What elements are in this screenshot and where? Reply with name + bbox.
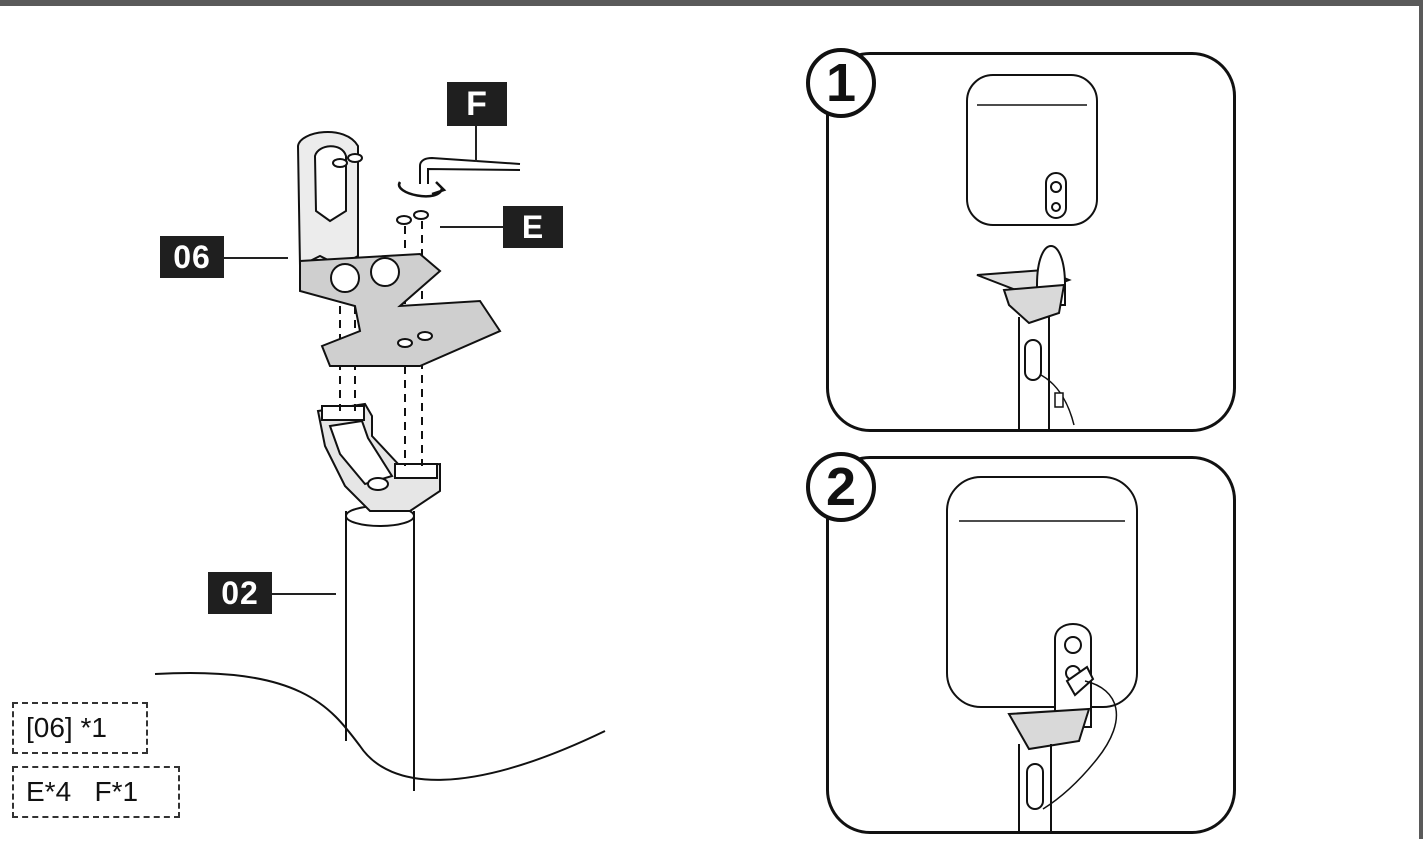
part-02-leader bbox=[272, 593, 336, 595]
step-2-illustration bbox=[946, 476, 1138, 831]
parts-list-line1: [06] *1 bbox=[12, 702, 148, 754]
step-1-badge: 1 bbox=[806, 48, 876, 118]
part-e-leader bbox=[440, 226, 503, 228]
step-2-badge: 2 bbox=[806, 452, 876, 522]
parts-list-line2: E*4 F*1 bbox=[12, 766, 180, 818]
pole-02 bbox=[345, 505, 415, 791]
step-1-panel bbox=[826, 52, 1236, 432]
part-f-leader bbox=[475, 126, 477, 162]
part-tag-06: 06 bbox=[160, 236, 224, 278]
exploded-assembly-illustration bbox=[154, 131, 606, 791]
step-2-panel bbox=[826, 456, 1236, 834]
part-tag-f: F bbox=[447, 82, 507, 126]
part-tag-02: 02 bbox=[208, 572, 272, 614]
part-06-leader bbox=[224, 257, 288, 259]
pole-top-mount bbox=[316, 402, 441, 512]
rotate-arrow-icon bbox=[398, 181, 447, 198]
screw-icon bbox=[332, 153, 429, 225]
floor-curve bbox=[154, 672, 606, 781]
step-1-illustration bbox=[966, 74, 1098, 429]
part-tag-e: E bbox=[503, 206, 563, 248]
allen-key-icon bbox=[419, 156, 521, 184]
bracket-06 bbox=[296, 131, 502, 367]
